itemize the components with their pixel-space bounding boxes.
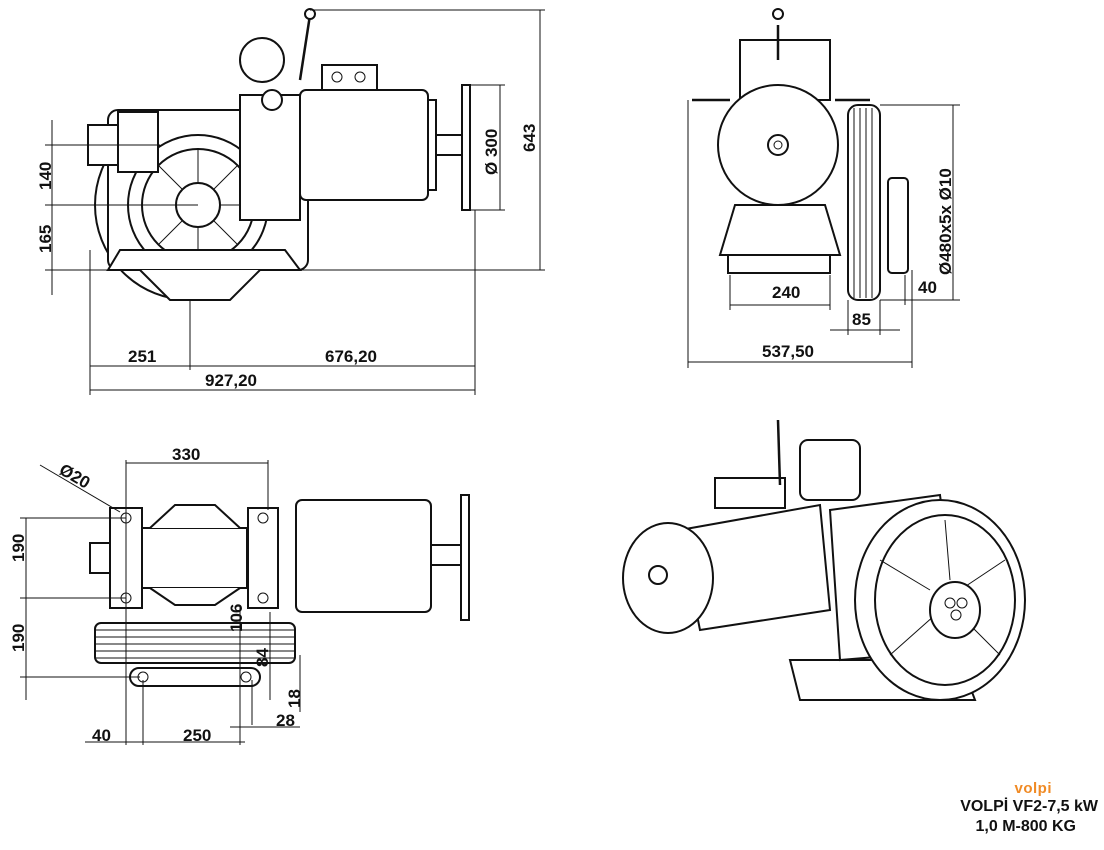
handwheel [461, 84, 471, 211]
dim-330: 330 [172, 445, 200, 464]
dim-40: 40 [92, 726, 111, 745]
dim-sheave-diameter: Ø480x5x Ø10 [936, 168, 955, 275]
dim-165: 165 [36, 225, 55, 253]
brake-assembly [239, 94, 301, 221]
dim-240: 240 [772, 283, 800, 302]
dim-140: 140 [36, 162, 55, 190]
dim-40: 40 [918, 278, 937, 297]
side-view: 240 85 40 537,50 Ø480x5x Ø10 [687, 8, 960, 368]
front-view: 140 165 251 676,20 927,20 Ø 300 643 [36, 8, 545, 395]
title-block: volpi VOLPİ VF2-7,5 kW 1,0 M-800 KG [960, 780, 1098, 837]
top-view: 330 Ø20 190 190 106 84 18 28 40 250 [9, 445, 470, 745]
dim-250: 250 [183, 726, 211, 745]
dim-643: 643 [520, 124, 539, 152]
dim-84: 84 [253, 648, 272, 667]
dim-diameter-300: Ø 300 [482, 129, 501, 175]
dim-190-upper: 190 [9, 534, 28, 562]
dim-676-20: 676,20 [325, 347, 377, 366]
dim-85: 85 [852, 310, 871, 329]
model-spec: 1,0 M-800 KG [975, 818, 1076, 835]
dim-18: 18 [285, 689, 304, 708]
dim-190-lower: 190 [9, 624, 28, 652]
dim-28: 28 [276, 711, 295, 730]
volpi-logo: volpi [1014, 780, 1052, 797]
dim-537-50: 537,50 [762, 342, 814, 361]
motor [299, 89, 429, 201]
dim-251: 251 [128, 347, 156, 366]
model-name: VOLPİ VF2-7,5 kW [960, 798, 1098, 815]
isometric-view [622, 419, 1026, 701]
dim-927-20: 927,20 [205, 371, 257, 390]
dim-hole-diameter-20: Ø20 [56, 460, 93, 493]
motor-top [295, 499, 432, 613]
sheave-grooves [847, 104, 881, 301]
sheave-top [94, 622, 296, 664]
dim-106: 106 [227, 604, 246, 632]
handwheel-iso [622, 522, 714, 634]
